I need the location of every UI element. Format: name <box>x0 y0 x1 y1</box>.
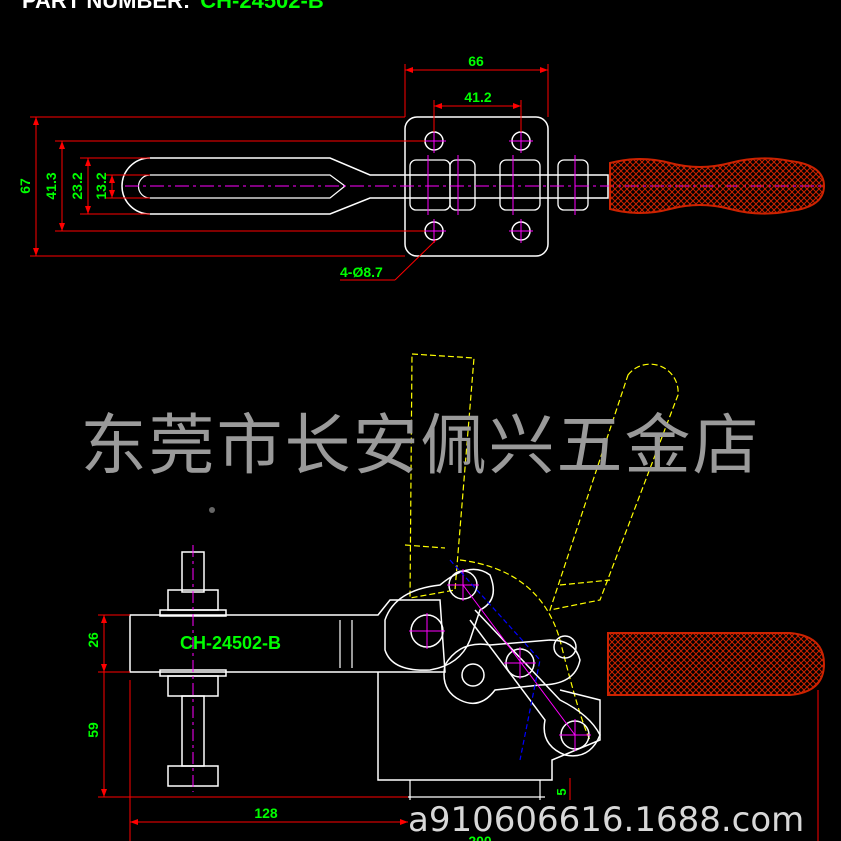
side-handle-grip <box>607 632 826 696</box>
dim-height: 67 <box>17 178 33 194</box>
top-view: 66 41.2 67 41.3 23.2 13.2 4-Ø8.7 <box>17 53 826 281</box>
part-number-value: CH-24502-B <box>200 0 324 13</box>
dim-arm-length: 128 <box>254 805 278 821</box>
dim-overall-bottom: 200 <box>468 833 492 841</box>
clamp-bar <box>129 599 446 673</box>
part-number-label: PART NUMBER: <box>22 0 191 13</box>
open-position-outline <box>404 353 679 741</box>
side-view: CH-24502-B 26 59 128 5 200 <box>85 353 826 841</box>
linkage <box>384 568 601 757</box>
dim-slot-width: 13.2 <box>93 172 109 199</box>
site-url: a910606616.1688.com <box>408 800 805 840</box>
dim-slot-length: 23.2 <box>69 172 85 199</box>
header-title: PART NUMBER: CH-24502-B <box>22 0 324 14</box>
dim-hole-spacing-y: 41.3 <box>43 172 59 199</box>
dim-base-thickness: 5 <box>554 788 569 795</box>
dim-holes: 4-Ø8.7 <box>340 264 383 280</box>
dim-hole-spacing-x: 41.2 <box>464 89 491 105</box>
store-watermark: 东莞市长安佩兴五金店 <box>80 407 761 484</box>
dim-arm-height: 26 <box>85 632 101 648</box>
dim-overall-width: 66 <box>468 53 484 69</box>
handle-grip <box>609 157 826 215</box>
arm-slot <box>137 174 346 199</box>
side-part-label: CH-24502-B <box>180 633 281 653</box>
clamp-body <box>377 672 601 781</box>
dim-spindle-depth: 59 <box>85 722 101 738</box>
